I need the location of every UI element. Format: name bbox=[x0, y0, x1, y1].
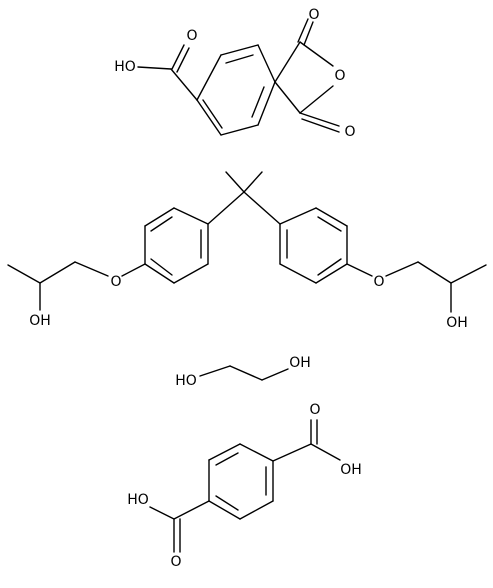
bonds bbox=[7, 171, 487, 313]
atom-label-o: O bbox=[308, 7, 319, 23]
atom-label-o: O bbox=[344, 124, 355, 140]
atom-label-ho: HO bbox=[114, 59, 136, 75]
molecule-bisphenol-ether: O OH O OH bbox=[7, 171, 487, 331]
atom-label-oh: OH bbox=[446, 315, 468, 331]
bonds bbox=[149, 419, 341, 553]
atom-label-ho: HO bbox=[175, 373, 197, 389]
atom-label-o: O bbox=[186, 28, 197, 44]
atom-label-o: O bbox=[170, 554, 181, 570]
molecule-ethylene-glycol: HO OH bbox=[175, 355, 311, 389]
atom-label-o: O bbox=[110, 274, 121, 290]
atom-label-oh: OH bbox=[289, 355, 311, 371]
atom-label-oh: OH bbox=[29, 313, 51, 329]
atom-label-o: O bbox=[373, 274, 384, 290]
molecule-trimellitic-anhydride: HO O O O O bbox=[114, 7, 355, 140]
atom-label-o: O bbox=[334, 68, 345, 84]
molecule-terephthalic-acid: O OH HO O bbox=[127, 402, 362, 570]
bonds bbox=[199, 365, 289, 381]
bonds bbox=[137, 18, 340, 136]
atom-label-oh: OH bbox=[340, 462, 362, 478]
atom-label-ho: HO bbox=[127, 492, 149, 508]
atom-label-o: O bbox=[309, 402, 320, 418]
